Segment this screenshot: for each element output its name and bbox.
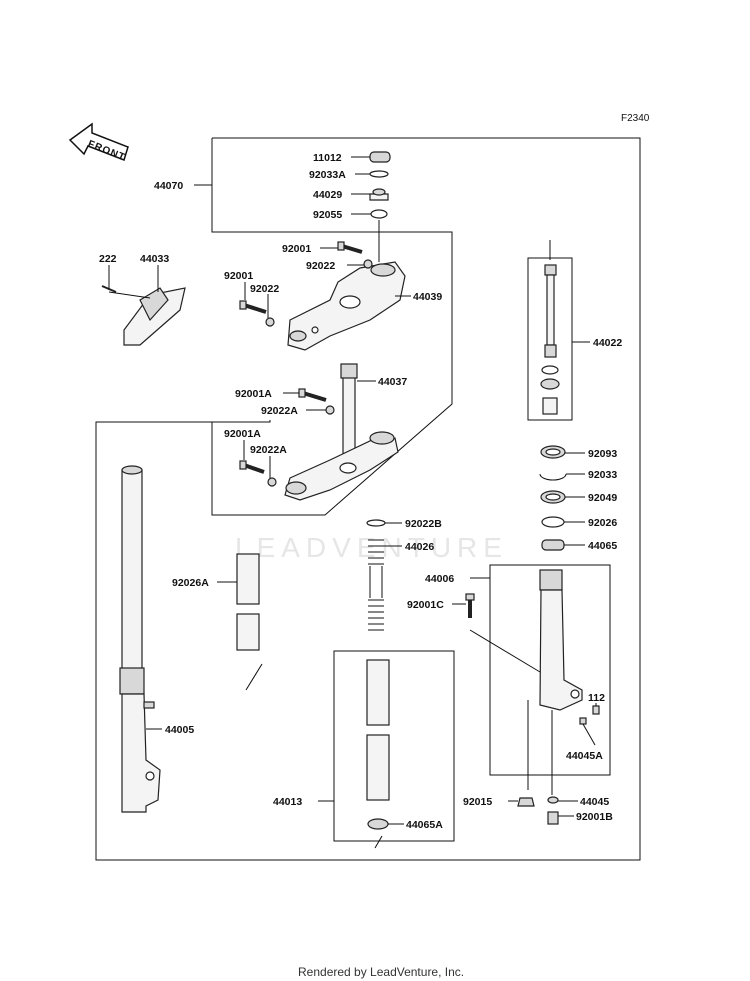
label-92022B: 92022B <box>405 518 442 530</box>
bolt-92001A-2 <box>239 460 265 474</box>
label-92001C: 92001C <box>407 599 444 611</box>
label-44026: 44026 <box>405 541 434 553</box>
label-92001-left: 92001 <box>224 270 253 282</box>
washer-92022-top <box>363 259 373 269</box>
label-44039: 44039 <box>413 291 442 303</box>
label-44045A: 44045A <box>566 750 603 762</box>
label-92001-top: 92001 <box>282 243 311 255</box>
label-11012: 11012 <box>313 152 342 164</box>
washer-92026 <box>541 516 565 528</box>
label-44065: 44065 <box>588 540 617 552</box>
label-112: 112 <box>588 692 605 704</box>
part-labels: 11012 92033A 44029 92055 44070 92001 920… <box>99 152 622 831</box>
cap-11012 <box>369 151 391 163</box>
label-92055: 92055 <box>313 209 342 221</box>
footer-credit: Rendered by LeadVenture, Inc. <box>298 965 464 979</box>
washer-92022-left <box>265 317 275 327</box>
label-92022-top: 92022 <box>306 260 335 272</box>
bolt-92001B <box>547 811 559 825</box>
bushing-44065 <box>541 539 565 551</box>
bracket-44033 <box>123 287 186 346</box>
label-44029: 44029 <box>313 189 342 201</box>
leader-lines <box>108 156 597 825</box>
bolt-92015 <box>517 797 535 807</box>
washer-92022A-1 <box>325 405 335 415</box>
fork-leg-44006 <box>527 569 583 795</box>
nut-44029 <box>369 188 389 201</box>
label-92033: 92033 <box>588 469 617 481</box>
diagram-code: F2340 <box>621 113 650 124</box>
clip-92033 <box>539 473 567 481</box>
label-44045: 44045 <box>580 796 609 808</box>
label-92001A-1: 92001A <box>235 388 272 400</box>
label-92049: 92049 <box>588 492 617 504</box>
label-92022A-1: 92022A <box>261 405 298 417</box>
upper-bracket-44039 <box>287 261 406 351</box>
label-92026: 92026 <box>588 517 617 529</box>
spacer-92026A <box>236 553 263 691</box>
label-92001B: 92001B <box>576 811 613 823</box>
label-92015: 92015 <box>463 796 492 808</box>
label-44013: 44013 <box>273 796 302 808</box>
seal-92049 <box>540 490 566 504</box>
washer-44045A <box>579 717 587 725</box>
label-44006: 44006 <box>425 573 454 585</box>
label-92026A: 92026A <box>172 577 209 589</box>
fork-tube-44005 <box>119 465 161 813</box>
label-222: 222 <box>99 253 117 265</box>
inner-tube-44013 <box>366 659 390 849</box>
label-44070: 44070 <box>154 180 183 192</box>
washer-44045 <box>547 796 559 804</box>
label-92093: 92093 <box>588 448 617 460</box>
front-arrow-icon: FRONT <box>68 122 129 164</box>
label-92022-left: 92022 <box>250 283 279 295</box>
washer-92022A-2 <box>267 477 277 487</box>
spring-44026 <box>366 519 386 631</box>
label-44037: 44037 <box>378 376 407 388</box>
label-92022A-2: 92022A <box>250 444 287 456</box>
bolt-92001-top <box>337 241 363 254</box>
label-92001A-2: 92001A <box>224 428 261 440</box>
label-92033A: 92033A <box>309 169 346 181</box>
oring-92055 <box>370 209 388 219</box>
label-44005: 44005 <box>165 724 194 736</box>
label-44022: 44022 <box>593 337 622 349</box>
seal-92093 <box>540 445 566 459</box>
cylinder-44022 <box>540 240 560 415</box>
label-44033: 44033 <box>140 253 169 265</box>
bolt-92001C <box>465 593 541 673</box>
screw-112 <box>592 705 600 715</box>
washer-92033A <box>369 170 389 178</box>
label-44065A: 44065A <box>406 819 443 831</box>
bolt-92001-left <box>239 300 267 314</box>
stem-44037 <box>340 363 358 469</box>
lower-bracket <box>284 431 399 501</box>
bolt-92001A-1 <box>298 388 327 402</box>
